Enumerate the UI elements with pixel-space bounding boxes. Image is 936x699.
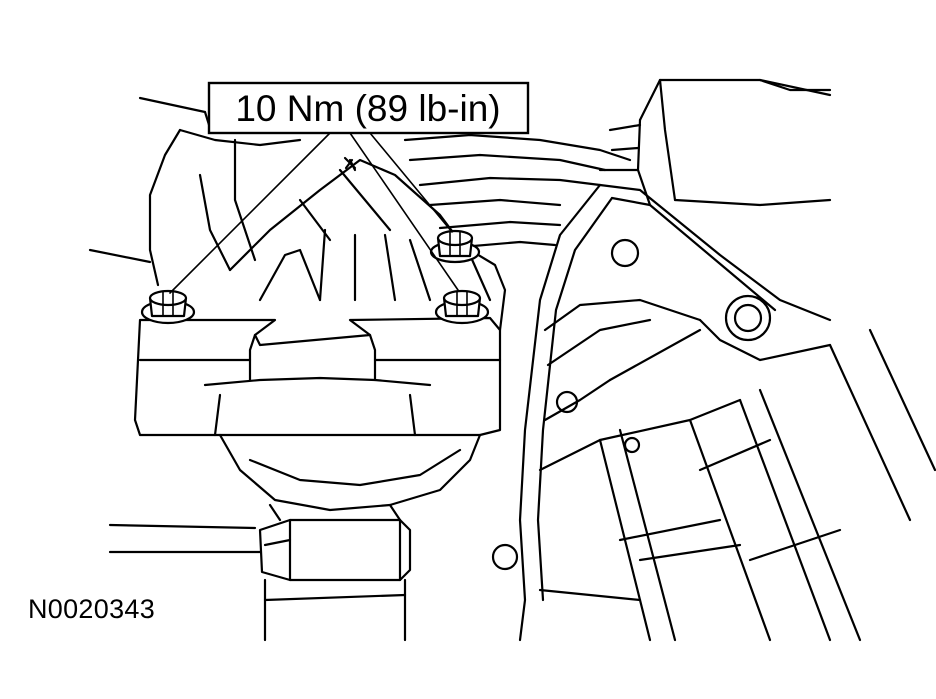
bolt-right bbox=[434, 289, 490, 325]
wire-bundle bbox=[403, 133, 632, 250]
upper-hose bbox=[598, 78, 832, 207]
thermostat-housing-flange bbox=[133, 316, 502, 437]
torque-callout-box bbox=[207, 81, 530, 135]
torque-callout: 10 Nm (89 lb-in) bbox=[207, 81, 530, 135]
torque-label: 10 Nm (89 lb-in) bbox=[235, 88, 500, 129]
bolt-left bbox=[140, 289, 196, 325]
figure-id: N0020343 bbox=[28, 594, 156, 624]
engine-block bbox=[491, 183, 936, 642]
thermostat-housing-lower bbox=[218, 433, 482, 512]
callout-leaders bbox=[169, 132, 459, 294]
bolt-rear bbox=[429, 229, 481, 264]
hose-clamp bbox=[258, 503, 412, 642]
left-hoses bbox=[88, 96, 302, 554]
